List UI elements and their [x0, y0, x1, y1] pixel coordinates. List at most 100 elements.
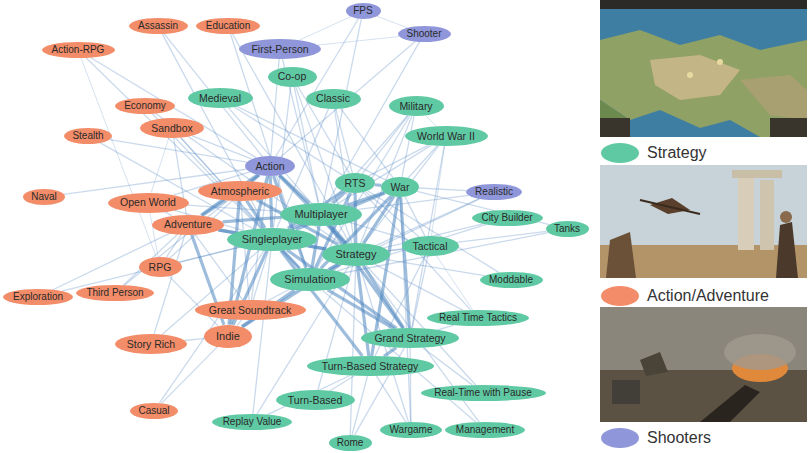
- tag-link: [253, 251, 271, 414]
- tag-node: Assassin: [129, 18, 188, 34]
- tag-node: Wargame: [380, 422, 442, 438]
- tag-label: Atmospheric: [211, 185, 269, 197]
- tag-node: FPS: [346, 3, 381, 19]
- tag-node: Realistic: [466, 184, 522, 200]
- tag-label: Rome: [337, 437, 364, 449]
- tag-link: [161, 346, 217, 403]
- tag-label: Naval: [31, 191, 57, 203]
- tag-label: Third Person: [86, 287, 143, 299]
- tag-label: Military: [399, 100, 432, 112]
- tag-link: [436, 256, 472, 310]
- tag-label: Shooter: [406, 28, 441, 40]
- tag-node: Action: [245, 156, 295, 176]
- tag-node: Shooter: [398, 26, 451, 42]
- tag-link: [241, 201, 249, 300]
- tag-link: [377, 16, 408, 28]
- tag-link: [419, 188, 467, 191]
- tag-label: Medieval: [199, 92, 241, 104]
- tag-node: Open World: [108, 193, 189, 213]
- tag-node: Action-RPG: [42, 42, 115, 58]
- tag-node: Turn-Based Strategy: [307, 356, 434, 376]
- tag-link: [62, 247, 240, 291]
- tag-label: Real-Time with Pause: [434, 387, 531, 399]
- tag-label: Wargame: [390, 424, 433, 436]
- tag-label: Tanks: [554, 223, 580, 235]
- tag-label: RPG: [149, 261, 172, 273]
- tag-node: Simulation: [270, 268, 350, 291]
- legend-label: Action/Adventure: [647, 287, 769, 305]
- tag-link: [368, 191, 500, 273]
- tag-label: Strategy: [336, 248, 377, 261]
- tag-label: World War II: [417, 130, 475, 142]
- tag-label: Education: [206, 20, 250, 32]
- tag-node: Naval: [23, 189, 65, 205]
- tag-node: Grand Strategy: [361, 328, 459, 348]
- tag-label: Multiplayer: [294, 208, 347, 221]
- tag-label: Stealth: [72, 130, 103, 142]
- tag-link: [185, 338, 205, 340]
- tag-node: Singleplayer: [227, 228, 317, 251]
- tag-node: Tanks: [546, 221, 589, 237]
- tag-link: [376, 376, 406, 422]
- tag-link: [110, 140, 247, 163]
- tag-label: Realistic: [475, 186, 513, 198]
- tag-link: [365, 192, 419, 237]
- legend-swatch: [601, 143, 639, 163]
- tag-link: [431, 146, 444, 236]
- tag-label: War: [391, 181, 410, 193]
- legend-swatch: [601, 428, 639, 448]
- tag-node: Stealth: [64, 128, 112, 144]
- tag-link: [318, 37, 399, 45]
- tag-node: Strategy: [322, 243, 390, 266]
- tag-link: [234, 107, 342, 175]
- tag-link: [151, 138, 169, 193]
- tag-node: World War II: [405, 126, 488, 146]
- legend-label: Strategy: [647, 144, 707, 162]
- tag-link: [400, 197, 410, 422]
- tag-link: [369, 145, 429, 176]
- tag-link: [412, 256, 428, 328]
- tag-node: Tactical: [402, 236, 459, 256]
- tag-label: Turn-Based Strategy: [322, 360, 419, 372]
- tag-node: Casual: [130, 403, 178, 419]
- tag-node: Moddable: [480, 272, 543, 288]
- legend-item: Shooters: [601, 427, 711, 449]
- tag-link: [81, 58, 156, 257]
- tag-label: Story Rich: [127, 338, 175, 350]
- tag-link: [438, 325, 454, 330]
- tag-label: Assassin: [138, 20, 178, 32]
- tag-label: Action: [255, 160, 284, 172]
- tag-label: Moddable: [489, 274, 533, 286]
- tag-node: Rome: [329, 435, 372, 451]
- strategy-screenshot: [600, 0, 807, 137]
- tag-link: [408, 146, 437, 178]
- tag-label: Classic: [316, 92, 350, 104]
- tag-link: [299, 17, 350, 41]
- tag-link: [202, 200, 225, 215]
- tag-link: [350, 266, 355, 435]
- tag-node: Third Person: [76, 285, 154, 301]
- tag-label: Casual: [138, 405, 169, 417]
- tag-link: [187, 205, 281, 211]
- tag-link: [425, 115, 436, 126]
- tag-node: Great Soundtrack: [195, 300, 306, 320]
- tag-label: Turn-Based: [288, 394, 342, 406]
- tag-link: [384, 348, 396, 357]
- tag-label: Exploration: [13, 291, 63, 303]
- tag-node: First-Person: [239, 39, 321, 59]
- tag-node: Atmospheric: [198, 181, 282, 201]
- tag-node: Military: [389, 96, 444, 116]
- tag-label: Sandbox: [151, 122, 192, 134]
- shooter-screenshot: [600, 307, 807, 422]
- tag-link: [237, 320, 242, 325]
- tag-label: FPS: [353, 5, 372, 17]
- tag-node: Sandbox: [140, 118, 204, 138]
- tag-node: Medieval: [188, 88, 253, 108]
- tag-node: Adventure: [152, 215, 224, 235]
- tag-label: Replay Value: [223, 416, 282, 428]
- tag-label: Economy: [124, 100, 166, 112]
- tag-label: Great Soundtrack: [209, 304, 291, 316]
- tag-node: War: [381, 177, 419, 197]
